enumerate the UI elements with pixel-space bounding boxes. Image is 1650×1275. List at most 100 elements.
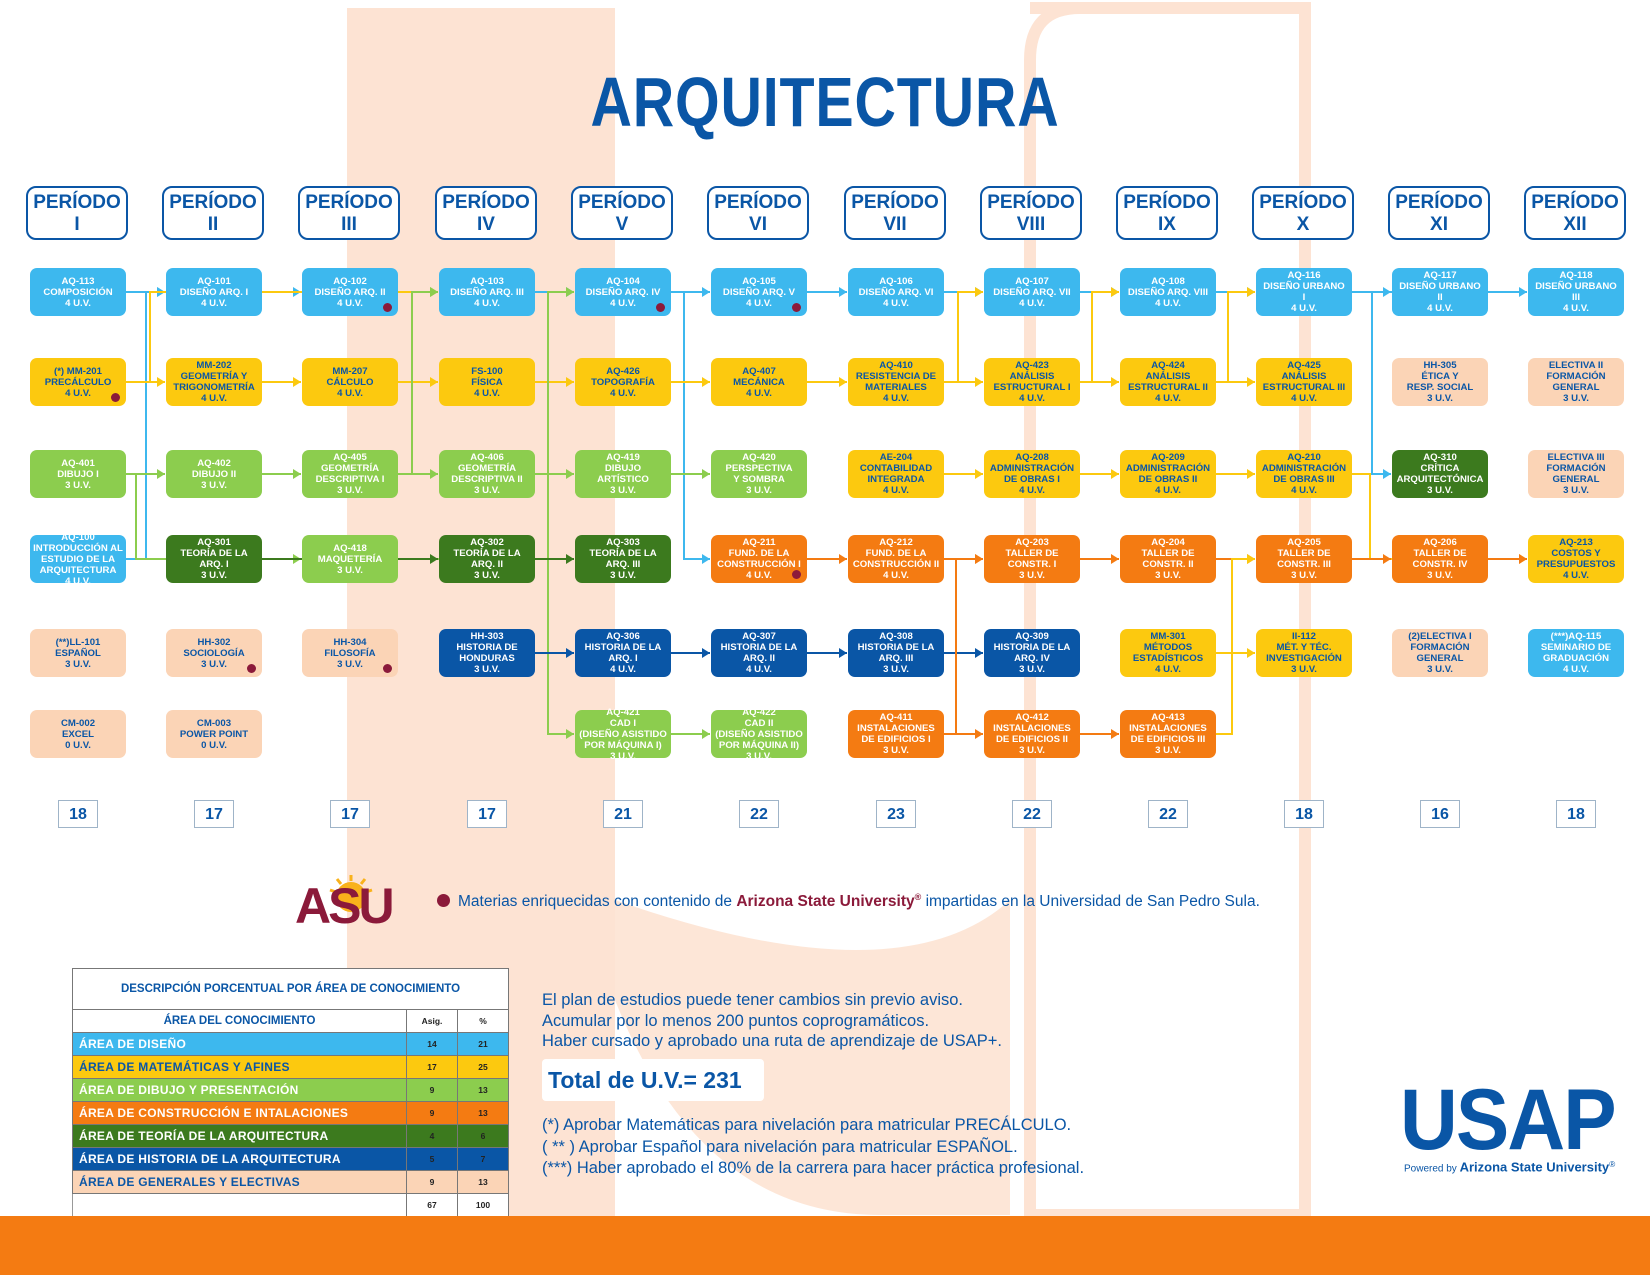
course-card[interactable]: AQ-204 TALLER DE CONSTR. II 3 U.V. xyxy=(1120,535,1216,583)
course-card[interactable]: AQ-211 FUND. DE LA CONSTRUCCIÓN I 4 U.V. xyxy=(711,535,807,583)
course-card[interactable]: AQ-209 ADMINISTRACIÓN DE OBRAS II 4 U.V. xyxy=(1120,450,1216,498)
course-card[interactable]: II-112 MÉT. Y TÉC. INVESTIGACIÓN 3 U.V. xyxy=(1256,629,1352,677)
course-card[interactable]: AQ-301 TEORÍA DE LA ARQ. I 3 U.V. xyxy=(166,535,262,583)
course-card[interactable]: AQ-418 MAQUETERÍA 3 U.V. xyxy=(302,535,398,583)
footnote: (***) Haber aprobado el 80% de la carrer… xyxy=(542,1159,1085,1177)
course-card[interactable]: AQ-100 INTRODUCCIÓN AL ESTUDIO DE LA ARQ… xyxy=(30,532,126,587)
course-card[interactable]: HH-305 ÉTICA Y RESP. SOCIAL 3 U.V. xyxy=(1392,358,1488,406)
course-card[interactable]: AQ-308 HISTORIA DE LA ARQ. III 3 U.V. xyxy=(848,629,944,677)
course-card[interactable]: AQ-420 PERSPECTIVA Y SOMBRA 3 U.V. xyxy=(711,450,807,498)
course-card[interactable]: AQ-302 TEORÍA DE LA ARQ. II 3 U.V. xyxy=(439,535,535,583)
course-card[interactable]: AQ-424 ANÁLISIS ESTRUCTURAL II 4 U.V. xyxy=(1120,358,1216,406)
course-label: HH-304 FILOSOFÍA 3 U.V. xyxy=(324,636,376,670)
course-card[interactable]: AQ-413 INSTALACIONES DE EDIFICIOS III 3 … xyxy=(1120,710,1216,758)
course-card[interactable]: MM-207 CÁLCULO 4 U.V. xyxy=(302,358,398,406)
course-card[interactable]: AQ-422 CAD II (DISEÑO ASISTIDO POR MÁQUI… xyxy=(711,707,807,762)
course-card[interactable]: ELECTIVA II FORMACIÓN GENERAL 3 U.V. xyxy=(1528,358,1624,406)
course-card[interactable]: AQ-102 DISEÑO ARQ. II 4 U.V. xyxy=(302,268,398,316)
course-card[interactable]: AQ-105 DISEÑO ARQ. V 4 U.V. xyxy=(711,268,807,316)
connector-arrow xyxy=(1383,554,1391,564)
course-card[interactable]: AQ-306 HISTORIA DE LA ARQ. I 4 U.V. xyxy=(575,629,671,677)
course-card[interactable]: AQ-419 DIBUJO ARTÍSTICO 3 U.V. xyxy=(575,450,671,498)
course-card[interactable]: CM-003 POWER POINT 0 U.V. xyxy=(166,710,262,758)
course-card[interactable]: HH-302 SOCIOLOGÍA 3 U.V. xyxy=(166,629,262,677)
course-label: AQ-210 ADMINISTRACIÓN DE OBRAS III 4 U.V… xyxy=(1261,452,1347,496)
course-card[interactable]: AQ-309 HISTORIA DE LA ARQ. IV 3 U.V. xyxy=(984,629,1080,677)
course-card[interactable]: AQ-407 MECÁNICA 4 U.V. xyxy=(711,358,807,406)
course-card[interactable]: AQ-107 DISEÑO ARQ. VII 4 U.V. xyxy=(984,268,1080,316)
connector-arrow xyxy=(1247,554,1255,564)
course-card[interactable]: AQ-213 COSTOS Y PRESUPUESTOS 4 U.V. xyxy=(1528,535,1624,583)
course-card[interactable]: (2)ELECTIVA I FORMACIÓN GENERAL 3 U.V. xyxy=(1392,629,1488,677)
course-card[interactable]: AQ-412 INSTALACIONES DE EDIFICIOS II 3 U… xyxy=(984,710,1080,758)
asu-note-suffix: impartidas en la Universidad de San Pedr… xyxy=(921,893,1260,911)
note-line: Acumular por lo menos 200 puntos coprogr… xyxy=(542,1011,930,1030)
course-card[interactable]: AQ-212 FUND. DE LA CONSTRUCCIÓN II 4 U.V… xyxy=(848,535,944,583)
course-card[interactable]: MM-301 MÉTODOS ESTADÍSTICOS 4 U.V. xyxy=(1120,629,1216,677)
course-card[interactable]: AQ-310 CRÍTICA ARQUITECTÓNICA 3 U.V. xyxy=(1392,450,1488,498)
course-card[interactable]: AQ-116 DISEÑO URBANO I 4 U.V. xyxy=(1256,268,1352,316)
table-cell-pct: 13 xyxy=(457,1170,509,1194)
course-card[interactable]: AQ-104 DISEÑO ARQ. IV 4 U.V. xyxy=(575,268,671,316)
course-card[interactable]: AQ-203 TALLER DE CONSTR. I 3 U.V. xyxy=(984,535,1080,583)
course-card[interactable]: AQ-405 GEOMETRÍA DESCRIPTIVA I 3 U.V. xyxy=(302,450,398,498)
connector-line xyxy=(126,291,438,383)
period-label: PERÍODO xyxy=(851,192,939,213)
course-card[interactable]: HH-304 FILOSOFÍA 3 U.V. xyxy=(302,629,398,677)
course-card[interactable]: AQ-206 TALLER DE CONSTR. IV 3 U.V. xyxy=(1392,535,1488,583)
course-card[interactable]: AQ-426 TOPOGRAFÍA 4 U.V. xyxy=(575,358,671,406)
period-number: VIII xyxy=(1016,214,1046,235)
connector-arrow xyxy=(566,469,574,479)
course-card[interactable]: AQ-205 TALLER DE CONSTR. III 3 U.V. xyxy=(1256,535,1352,583)
course-card[interactable]: (**)LL-101 ESPAÑOL 3 U.V. xyxy=(30,629,126,677)
connector-arrow xyxy=(293,377,301,387)
course-card[interactable]: AQ-113 COMPOSICIÓN 4 U.V. xyxy=(30,268,126,316)
course-card[interactable]: AQ-118 DISEÑO URBANO III 4 U.V. xyxy=(1528,268,1624,316)
course-card[interactable]: AQ-108 DISEÑO ARQ. VIII 4 U.V. xyxy=(1120,268,1216,316)
table-cell-area: ÁREA DE DIBUJO Y PRESENTACIÓN xyxy=(72,1078,407,1102)
course-card[interactable]: AQ-208 ADMINISTRACIÓN DE OBRAS I 4 U.V. xyxy=(984,450,1080,498)
course-card[interactable]: AQ-307 HISTORIA DE LA ARQ. II 4 U.V. xyxy=(711,629,807,677)
course-card[interactable]: ELECTIVA III FORMACIÓN GENERAL 3 U.V. xyxy=(1528,450,1624,498)
course-card[interactable]: CM-002 EXCEL 0 U.V. xyxy=(30,710,126,758)
course-card[interactable]: AQ-210 ADMINISTRACIÓN DE OBRAS III 4 U.V… xyxy=(1256,450,1352,498)
course-label: AE-204 CONTABILIDAD INTEGRADA 4 U.V. xyxy=(859,452,933,496)
course-card[interactable]: (***)AQ-115 SEMINARIO DE GRADUACIÓN 4 U.… xyxy=(1528,629,1624,677)
course-label: AQ-310 CRÍTICA ARQUITECTÓNICA 3 U.V. xyxy=(1396,452,1484,496)
course-card[interactable]: AQ-106 DISEÑO ARQ. VI 4 U.V. xyxy=(848,268,944,316)
period-label: PERÍODO xyxy=(1531,192,1619,213)
course-card[interactable]: AQ-401 DIBUJO I 3 U.V. xyxy=(30,450,126,498)
course-card[interactable]: MM-202 GEOMETRÍA Y TRIGONOMETRÍA 4 U.V. xyxy=(166,358,262,406)
course-card[interactable]: AQ-410 RESISTENCIA DE MATERIALES 4 U.V. xyxy=(848,358,944,406)
course-label: CM-003 POWER POINT 0 U.V. xyxy=(179,717,249,751)
connector-arrow xyxy=(1111,377,1119,387)
period-label: PERÍODO xyxy=(1123,192,1211,213)
course-card[interactable]: AQ-103 DISEÑO ARQ. III 4 U.V. xyxy=(439,268,535,316)
course-label: HH-302 SOCIOLOGÍA 3 U.V. xyxy=(183,636,245,670)
course-card[interactable]: AQ-411 INSTALACIONES DE EDIFICIOS I 3 U.… xyxy=(848,710,944,758)
connector-line xyxy=(398,291,438,475)
course-card[interactable]: AQ-406 GEOMETRÍA DESCRIPTIVA II 3 U.V. xyxy=(439,450,535,498)
course-card[interactable]: AQ-423 ANÁLISIS ESTRUCTURAL I 4 U.V. xyxy=(984,358,1080,406)
course-card[interactable]: AQ-101 DISEÑO ARQ. I 4 U.V. xyxy=(166,268,262,316)
period-number: VI xyxy=(749,214,767,235)
table-cell-asig: 9 xyxy=(406,1170,458,1194)
course-card[interactable]: AQ-117 DISEÑO URBANO II 4 U.V. xyxy=(1392,268,1488,316)
course-card[interactable]: AE-204 CONTABILIDAD INTEGRADA 4 U.V. xyxy=(848,450,944,498)
powered-by-brand: Arizona State University xyxy=(1459,1159,1610,1175)
course-label: AQ-405 GEOMETRÍA DESCRIPTIVA I 3 U.V. xyxy=(315,452,385,496)
course-card[interactable]: HH-303 HISTORIA DE HONDURAS 3 U.V. xyxy=(439,629,535,677)
period-label: PERÍODO xyxy=(714,192,802,213)
usap-powered-by: Powered by Arizona State University® xyxy=(1404,1159,1615,1174)
course-card[interactable]: (*) MM-201 PRECÁLCULO 4 U.V. xyxy=(30,358,126,406)
course-card[interactable]: AQ-421 CAD I (DISEÑO ASISTIDO POR MÁQUIN… xyxy=(575,707,671,762)
course-card[interactable]: AQ-303 TEORÍA DE LA ARQ. III 3 U.V. xyxy=(575,535,671,583)
asu-note-brand: Arizona State University xyxy=(736,893,915,911)
course-card[interactable]: AQ-425 ANÁLISIS ESTRUCTURAL III 4 U.V. xyxy=(1256,358,1352,406)
course-card[interactable]: FS-100 FÍSICA 4 U.V. xyxy=(439,358,535,406)
table-header-area: ÁREA DEL CONOCIMIENTO xyxy=(72,1009,407,1033)
course-card[interactable]: AQ-402 DIBUJO II 3 U.V. xyxy=(166,450,262,498)
